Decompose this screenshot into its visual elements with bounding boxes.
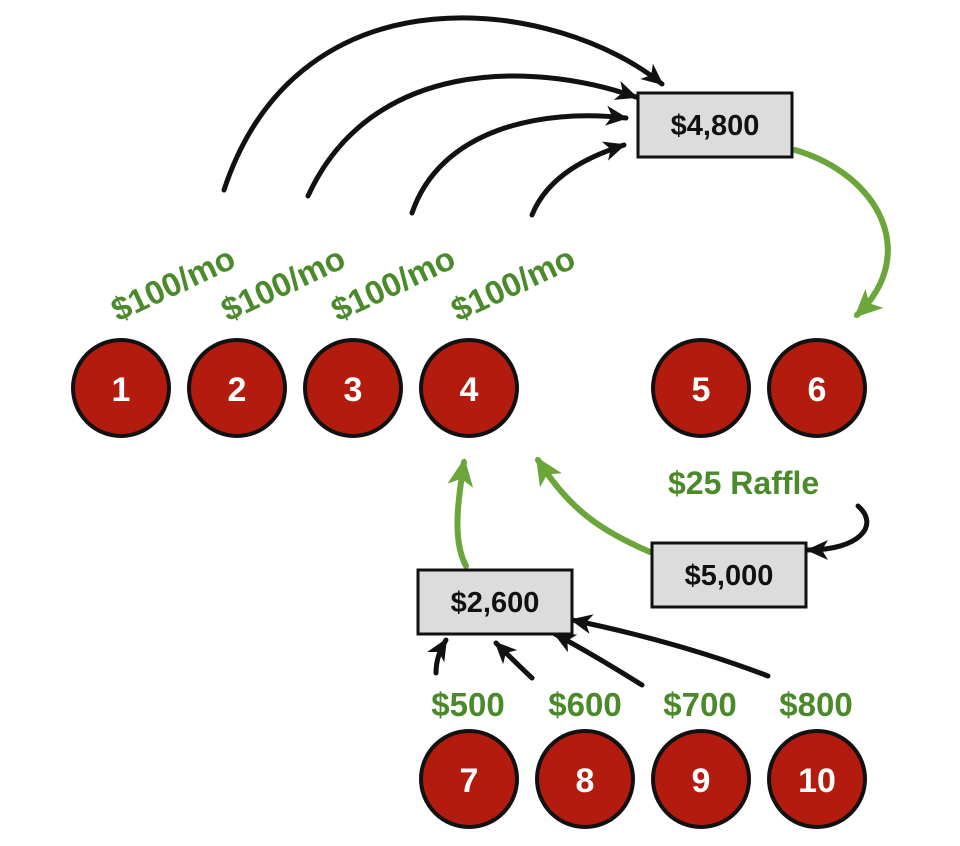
label-monthly-1: $100/mo bbox=[105, 239, 240, 328]
node-3-label: 3 bbox=[344, 371, 363, 409]
label-amount-10: $800 bbox=[779, 686, 852, 723]
node-2-label: 2 bbox=[228, 371, 247, 409]
box-right-label: $5,000 bbox=[685, 560, 774, 592]
label-raffle: $25 Raffle bbox=[668, 465, 819, 501]
node-7: 7 bbox=[419, 729, 519, 829]
node-3: 3 bbox=[303, 338, 403, 438]
node-7-label: 7 bbox=[460, 762, 479, 800]
node-10-label: 10 bbox=[798, 762, 836, 800]
node-8: 8 bbox=[535, 729, 635, 829]
arrow-amount-7-to-bottom-box bbox=[427, 637, 449, 676]
label-amount-7: $500 bbox=[431, 686, 504, 723]
node-4-label: 4 bbox=[460, 371, 479, 409]
arrow-raffle-to-right-box bbox=[805, 503, 870, 560]
label-monthly-3: $100/mo bbox=[325, 239, 460, 328]
label-amount-9: $700 bbox=[663, 686, 736, 723]
box-top: $4,800 bbox=[636, 91, 794, 159]
arrow-amount-9-to-bottom-box bbox=[552, 631, 645, 688]
node-1: 1 bbox=[71, 338, 171, 438]
node-4: 4 bbox=[419, 338, 519, 438]
arrow-monthly-4-to-top-box bbox=[529, 141, 627, 218]
node-9-label: 9 bbox=[692, 762, 711, 800]
arrow-monthly-2-to-top-box bbox=[305, 73, 639, 199]
node-10: 10 bbox=[767, 729, 867, 829]
arrow-bottom-box-to-node-4 bbox=[447, 458, 474, 569]
arrow-monthly-1-to-top-box bbox=[221, 15, 665, 193]
arrow-amount-10-to-bottom-box bbox=[569, 614, 771, 679]
node-6-label: 6 bbox=[808, 371, 827, 409]
box-top-label: $4,800 bbox=[671, 110, 760, 142]
node-9: 9 bbox=[651, 729, 751, 829]
node-6: 6 bbox=[767, 338, 867, 438]
arrow-right-box-to-node-4 bbox=[535, 456, 653, 555]
arrow-monthly-3-to-top-box bbox=[409, 105, 629, 216]
label-amount-8: $600 bbox=[548, 686, 621, 723]
label-monthly-4: $100/mo bbox=[445, 239, 580, 328]
box-right: $5,000 bbox=[650, 541, 808, 609]
node-5: 5 bbox=[651, 338, 751, 438]
arrow-amount-8-to-bottom-box bbox=[493, 640, 535, 681]
node-5-label: 5 bbox=[692, 371, 711, 409]
node-8-label: 8 bbox=[576, 762, 595, 800]
box-bottom: $2,600 bbox=[416, 568, 574, 636]
box-bottom-label: $2,600 bbox=[451, 587, 540, 619]
node-1-label: 1 bbox=[112, 371, 131, 409]
arrow-top-box-to-node-6 bbox=[792, 147, 891, 318]
node-2: 2 bbox=[187, 338, 287, 438]
label-monthly-2: $100/mo bbox=[215, 239, 350, 328]
